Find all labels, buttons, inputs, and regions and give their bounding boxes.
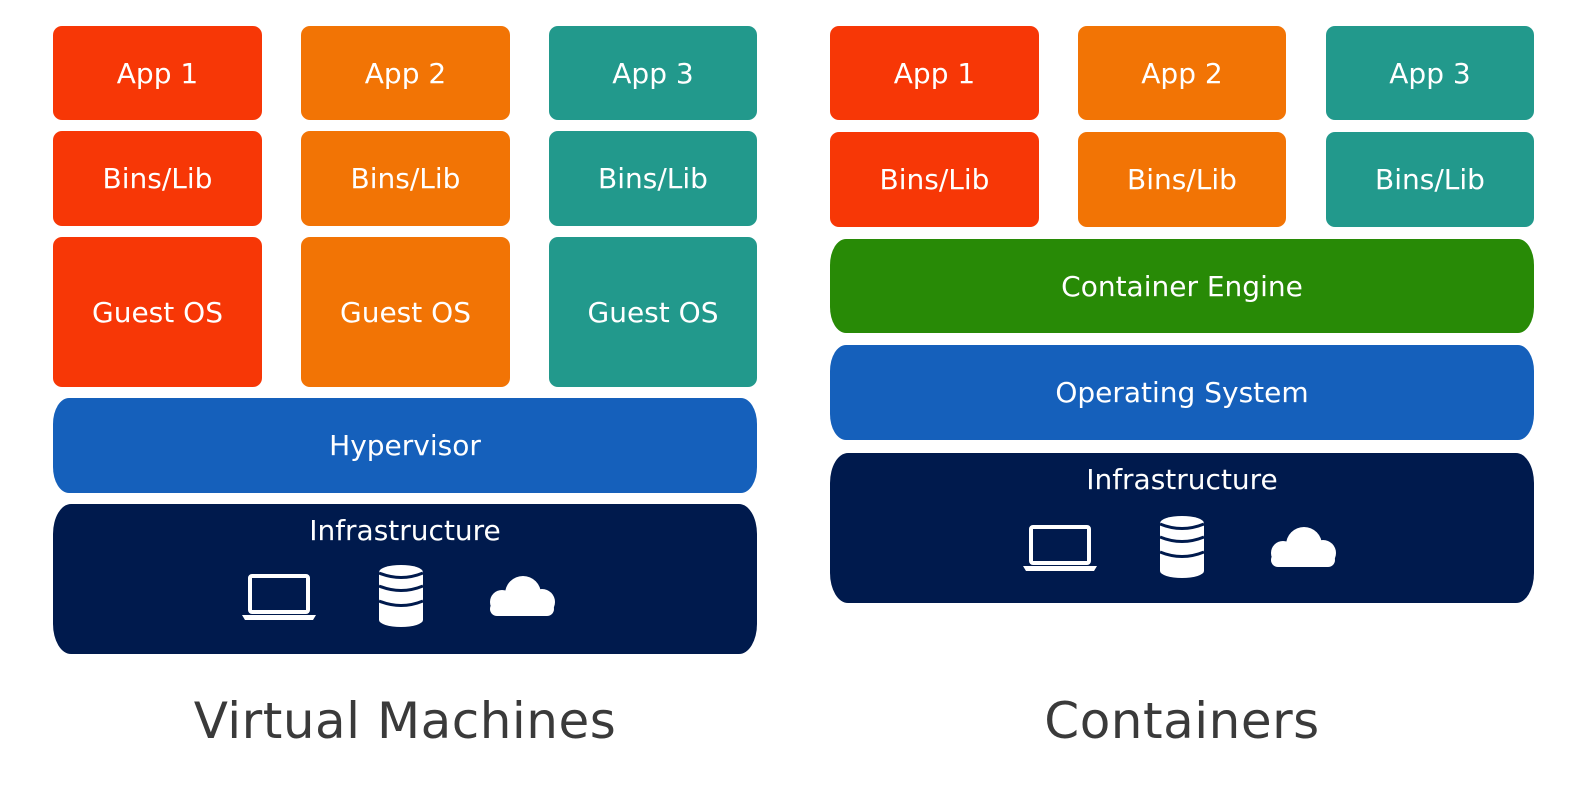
database-icon <box>378 565 424 627</box>
container-bins-2: Bins/Lib <box>1078 132 1286 227</box>
vm-infrastructure-label: Infrastructure <box>309 514 501 547</box>
vm-guest-os-2: Guest OS <box>301 237 510 387</box>
laptop-icon <box>242 574 316 620</box>
database-icon <box>1159 516 1205 578</box>
cloud-icon <box>1271 527 1336 567</box>
vm-bins-2: Bins/Lib <box>301 131 510 226</box>
container-infrastructure-label: Infrastructure <box>1086 463 1278 496</box>
container-app-1: App 1 <box>830 26 1039 120</box>
vm-caption: Virtual Machines <box>193 692 617 750</box>
vm-hypervisor: Hypervisor <box>53 398 757 493</box>
laptop-icon <box>1023 525 1097 571</box>
vm-infrastructure: Infrastructure <box>53 504 757 654</box>
container-engine: Container Engine <box>830 239 1534 333</box>
cloud-icon <box>490 576 555 616</box>
vm-app-2: App 2 <box>301 26 510 120</box>
vm-guest-os-1: Guest OS <box>53 237 262 387</box>
container-infrastructure: Infrastructure <box>830 453 1534 603</box>
container-bins-3: Bins/Lib <box>1326 132 1534 227</box>
operating-system: Operating System <box>830 345 1534 440</box>
vm-app-1: App 1 <box>53 26 262 120</box>
vm-app-3: App 3 <box>549 26 757 120</box>
vm-bins-3: Bins/Lib <box>549 131 757 226</box>
container-app-2: App 2 <box>1078 26 1286 120</box>
container-app-3: App 3 <box>1326 26 1534 120</box>
container-bins-1: Bins/Lib <box>830 132 1039 227</box>
vm-bins-1: Bins/Lib <box>53 131 262 226</box>
vm-guest-os-3: Guest OS <box>549 237 757 387</box>
containers-caption: Containers <box>1044 692 1320 750</box>
